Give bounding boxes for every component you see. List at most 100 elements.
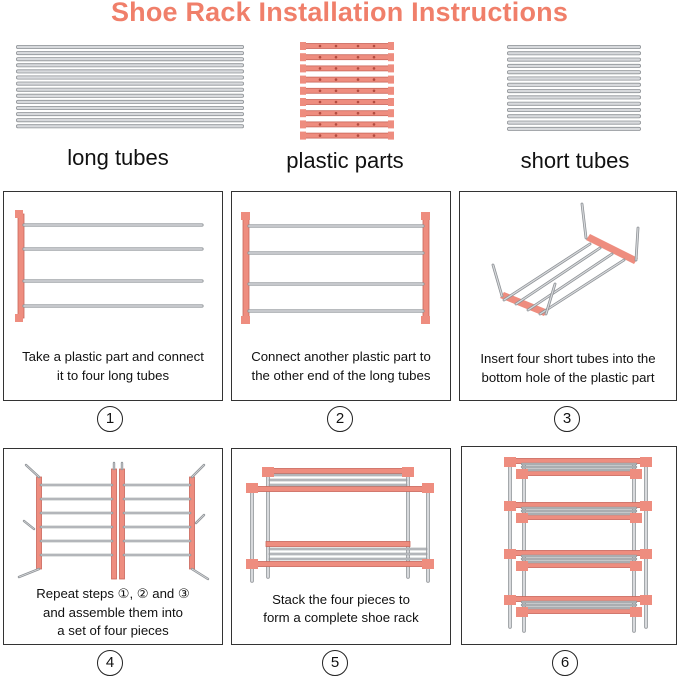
plastic-corner	[630, 469, 642, 479]
step-card-3: Insert four short tubes into the bottom …	[459, 191, 677, 401]
plastic-hole	[356, 67, 360, 70]
plastic-part	[301, 43, 393, 49]
tube	[18, 568, 40, 578]
plastic-hole	[356, 44, 360, 48]
step-4-caption-line-2: and assemble them into	[42, 605, 183, 620]
plastic-part	[301, 110, 393, 117]
plastic-hole	[334, 78, 338, 81]
step-4-caption-line-1: Repeat steps ①, ② and ③	[36, 586, 190, 601]
plastic-part	[517, 562, 641, 568]
step-5-caption-line-1: Stack the four pieces to	[272, 592, 410, 607]
plastic-part	[17, 213, 25, 319]
step-card-6	[461, 446, 677, 645]
plastic-end	[300, 53, 306, 62]
plastic-corner	[516, 513, 528, 523]
label-plastic-parts: plastic parts	[286, 148, 404, 173]
step-number-3: 3	[554, 406, 580, 432]
plastic-part	[301, 65, 393, 72]
plastic-part	[505, 550, 651, 556]
plastic-hole	[318, 78, 322, 81]
step-4-caption-line-3: a set of four pieces	[57, 623, 169, 638]
parts-long-tubes	[16, 43, 244, 133]
step-card-5: Stack the four pieces to form a complete…	[231, 448, 451, 645]
plastic-hole	[372, 111, 376, 115]
tube	[545, 283, 556, 315]
plastic-part	[242, 213, 250, 321]
plastic-hole	[372, 100, 376, 104]
step-1-caption-line-2: it to four long tubes	[56, 368, 170, 383]
plastic-part	[301, 99, 393, 105]
plastic-hole	[334, 100, 338, 104]
short-tubes-icon	[507, 45, 641, 131]
plastic-hole	[356, 78, 360, 81]
step-2-caption-line-1: Connect another plastic part to	[251, 349, 431, 364]
step-card-2: Connect another plastic part to the othe…	[231, 191, 451, 401]
plastic-part	[301, 76, 393, 83]
plastic-corner	[516, 561, 528, 571]
plastic-corner	[422, 483, 434, 493]
step-6-illustration-icon	[504, 457, 652, 633]
plastic-part	[249, 486, 431, 492]
plastic-corner	[516, 469, 528, 479]
tube	[539, 259, 625, 315]
step-5-caption-line-2: form a complete shoe rack	[263, 610, 419, 625]
plastic-end	[388, 53, 394, 62]
plastic-end	[300, 131, 306, 140]
step-card-4: Repeat steps ①, ② and ③ and assemble the…	[3, 448, 223, 645]
plastic-end	[300, 86, 306, 95]
plastic-end	[388, 131, 394, 140]
plastic-hole	[356, 123, 360, 126]
tube	[492, 264, 503, 297]
plastic-hole	[372, 89, 376, 93]
step-number-6: 6	[552, 650, 578, 676]
plastic-corner	[402, 467, 414, 477]
plastic-hole	[372, 134, 376, 137]
plastic-end	[388, 64, 394, 73]
tube	[191, 464, 205, 478]
plastic-corner	[262, 467, 274, 477]
parts-short-tubes	[507, 43, 641, 135]
plastic-hole	[318, 89, 322, 93]
plastic-end	[241, 316, 250, 324]
plastic-part	[505, 596, 651, 602]
plastic-hole	[318, 100, 322, 104]
plastic-part	[586, 234, 638, 264]
plastic-corner	[516, 607, 528, 617]
plastic-corner	[640, 457, 652, 467]
plastic-corner	[504, 501, 516, 511]
plastic-hole	[372, 78, 376, 81]
plastic-hole	[318, 67, 322, 70]
tube	[191, 568, 209, 580]
tube	[515, 247, 601, 305]
plastic-part	[500, 292, 548, 316]
tube	[25, 464, 40, 478]
plastic-hole	[334, 44, 338, 48]
step-2-illustration-icon	[241, 212, 430, 324]
plastic-end	[300, 64, 306, 73]
plastic-part	[517, 608, 641, 614]
plastic-part	[517, 470, 641, 476]
tube	[195, 514, 205, 524]
plastic-hole	[334, 111, 338, 115]
plastic-hole	[318, 111, 322, 115]
step-3-caption-line-2: bottom hole of the plastic part	[481, 370, 655, 385]
plastic-corner	[630, 513, 642, 523]
plastic-end	[388, 86, 394, 95]
plastic-hole	[334, 134, 338, 137]
step-number-4: 4	[97, 650, 123, 676]
tube	[503, 243, 591, 301]
plastic-hole	[334, 123, 338, 126]
plastic-hole	[318, 44, 322, 48]
plastic-end	[300, 109, 306, 118]
plastic-hole	[318, 55, 322, 59]
plastic-part	[505, 458, 651, 464]
plastic-hole	[334, 67, 338, 70]
plastic-hole	[334, 89, 338, 93]
tube	[635, 227, 639, 261]
plastic-end	[421, 212, 430, 220]
plastic-end	[15, 210, 23, 218]
tube	[527, 253, 613, 311]
plastic-hole	[318, 123, 322, 126]
step-3-caption-line-1: Insert four short tubes into the	[480, 351, 656, 366]
plastic-hole	[372, 67, 376, 70]
